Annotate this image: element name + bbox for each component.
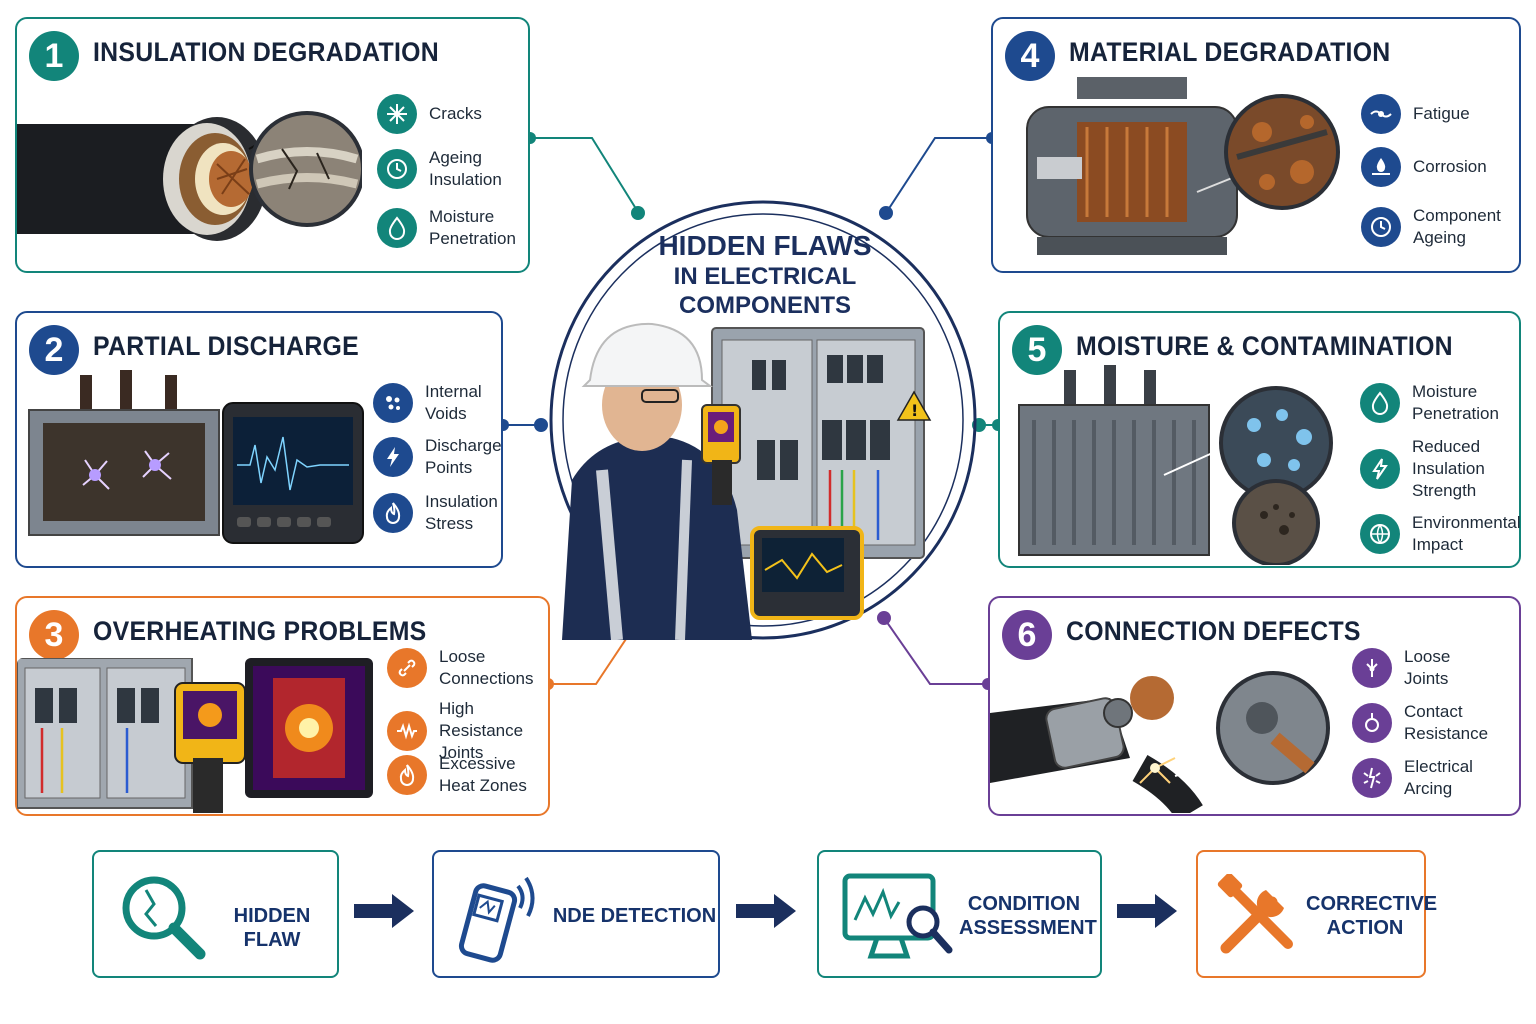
flow-label: HIDDEN FLAW	[233, 905, 311, 951]
item-ageing-insulation: Ageing Insulation	[377, 147, 502, 191]
item-label: Fatigue	[1413, 104, 1470, 123]
handheld-detector-icon	[458, 876, 535, 963]
link-icon	[387, 648, 427, 688]
flow-arrow-2	[736, 894, 796, 928]
item-environmental-impact: Environmental Impact	[1360, 512, 1521, 556]
center-title-line1: HIDDEN FLAWS	[658, 230, 872, 261]
item-fatigue: Fatigue	[1361, 94, 1470, 134]
spark-icon	[1352, 758, 1392, 798]
item-loose-joints: Loose Joints	[1352, 646, 1450, 690]
panel-number-badge: 4	[1005, 31, 1055, 81]
flow-step-condition-assessment: CONDITION ASSESSMENT	[817, 850, 1102, 978]
lightning-icon	[373, 437, 413, 477]
contact-icon	[1352, 703, 1392, 743]
flame-icon	[387, 755, 427, 795]
item-contact-resistance: Contact Resistance	[1352, 701, 1488, 745]
cable-lug-arcing-illustration	[990, 671, 1330, 813]
item-moisture-penetration: Moisture Penetration	[377, 206, 516, 250]
transformer-moisture-illustration	[1018, 365, 1333, 565]
item-label: High Resistance Joints	[439, 699, 524, 762]
item-insulation-stress: Insulation Stress	[373, 491, 498, 535]
item-label: Environmental Impact	[1412, 513, 1521, 554]
item-label: Discharge Points	[425, 436, 502, 477]
resistor-icon	[387, 711, 427, 751]
panel-title: PARTIAL DISCHARGE	[93, 331, 359, 361]
item-label: Component Ageing	[1413, 206, 1501, 247]
item-label: Excessive Heat Zones	[439, 754, 527, 795]
center-title: HIDDEN FLAWS IN ELECTRICAL COMPONENTS	[620, 230, 910, 320]
panel-insulation-degradation: 1 INSULATION DEGRADATION Cracks Ageing I…	[15, 17, 530, 273]
item-label: Reduced Insulation Strength	[1412, 437, 1485, 500]
technician-illustration: !	[562, 322, 932, 640]
item-internal-voids: Internal Voids	[373, 381, 482, 425]
item-label: Contact Resistance	[1404, 702, 1489, 743]
flow-label: CONDITION ASSESSMENT	[959, 893, 1097, 939]
item-loose-connections: Loose Connections	[387, 646, 534, 690]
item-component-ageing: Component Ageing	[1361, 205, 1501, 249]
lightning-icon	[1360, 449, 1400, 489]
item-label: Ageing Insulation	[429, 148, 502, 189]
voids-icon	[373, 383, 413, 423]
tools-icon	[1217, 874, 1293, 954]
flame-icon	[373, 493, 413, 533]
item-label: Corrosion	[1413, 157, 1487, 176]
panel-title: CONNECTION DEFECTS	[1066, 616, 1361, 646]
flow-step-hidden-flaw: HIDDEN FLAW	[92, 850, 339, 978]
droplet-icon	[1360, 383, 1400, 423]
center-title-line3: COMPONENTS	[678, 292, 851, 319]
item-cracks: Cracks	[377, 94, 482, 134]
item-label: Cracks	[429, 104, 482, 123]
item-corrosion: Corrosion	[1361, 147, 1487, 187]
item-label: Moisture Penetration	[429, 207, 516, 248]
panel-number-badge: 1	[29, 31, 79, 81]
fatigue-icon	[1361, 94, 1401, 134]
panel-overheating-problems: 3 OVERHEATING PROBLEMS Loose Connections…	[15, 596, 550, 816]
cable-cross-section-illustration	[17, 111, 362, 241]
center-title-line2: IN ELECTRICAL	[673, 263, 857, 290]
joint-icon	[1352, 648, 1392, 688]
motor-corrosion-illustration	[1026, 77, 1340, 255]
globe-icon	[1360, 514, 1400, 554]
panel-number-badge: 6	[1002, 610, 1052, 660]
flow-label: CORRECTIVE ACTION	[1306, 893, 1438, 939]
item-excessive-heat-zones: Excessive Heat Zones	[387, 753, 527, 797]
item-label: Internal Voids	[425, 382, 482, 423]
clock-icon	[1361, 207, 1401, 247]
item-label: Loose Connections	[439, 647, 534, 688]
item-label: Electrical Arcing	[1404, 757, 1473, 798]
thermal-imaging-illustration	[17, 658, 373, 813]
panel-connection-defects: 6 CONNECTION DEFECTS Loose Joints Contac…	[988, 596, 1521, 816]
panel-material-degradation: 4 MATERIAL DEGRADATION Fatigue Corrosion…	[991, 17, 1521, 273]
item-label: Insulation Stress	[425, 492, 498, 533]
crack-icon	[377, 94, 417, 134]
item-moisture-penetration: Moisture Penetration	[1360, 381, 1499, 425]
item-electrical-arcing: Electrical Arcing	[1352, 756, 1473, 800]
item-reduced-insulation-strength: Reduced Insulation Strength	[1360, 436, 1485, 502]
panel-title: MOISTURE & CONTAMINATION	[1076, 331, 1453, 361]
flow-step-corrective-action: CORRECTIVE ACTION	[1196, 850, 1438, 978]
transformer-discharge-illustration	[28, 370, 364, 544]
droplet-icon	[377, 208, 417, 248]
monitor-analysis-icon	[842, 873, 953, 959]
panel-title: MATERIAL DEGRADATION	[1069, 37, 1391, 67]
svg-text:!: !	[911, 401, 918, 420]
flow-label: NDE DETECTION	[552, 905, 717, 927]
panel-number-badge: 2	[29, 325, 79, 375]
panel-number-badge: 5	[1012, 325, 1062, 375]
item-discharge-points: Discharge Points	[373, 435, 502, 479]
item-label: Moisture Penetration	[1412, 382, 1499, 423]
panel-partial-discharge: 2 PARTIAL DISCHARGE Internal Voids Disch…	[15, 311, 503, 568]
clock-icon	[377, 149, 417, 189]
item-high-resistance-joints: High Resistance Joints	[387, 698, 548, 764]
panel-title: INSULATION DEGRADATION	[93, 37, 440, 67]
flow-arrow-3	[1117, 894, 1177, 928]
panel-title: OVERHEATING PROBLEMS	[93, 616, 427, 646]
item-label: Loose Joints	[1404, 647, 1451, 688]
corrosion-icon	[1361, 147, 1401, 187]
panel-number-badge: 3	[29, 610, 79, 660]
magnifier-crack-icon	[122, 876, 206, 960]
flow-step-nde-detection: NDE DETECTION	[432, 850, 720, 978]
panel-moisture-contamination: 5 MOISTURE & CONTAMINATION Moisture Pene…	[998, 311, 1521, 568]
flow-arrow-1	[354, 894, 414, 928]
